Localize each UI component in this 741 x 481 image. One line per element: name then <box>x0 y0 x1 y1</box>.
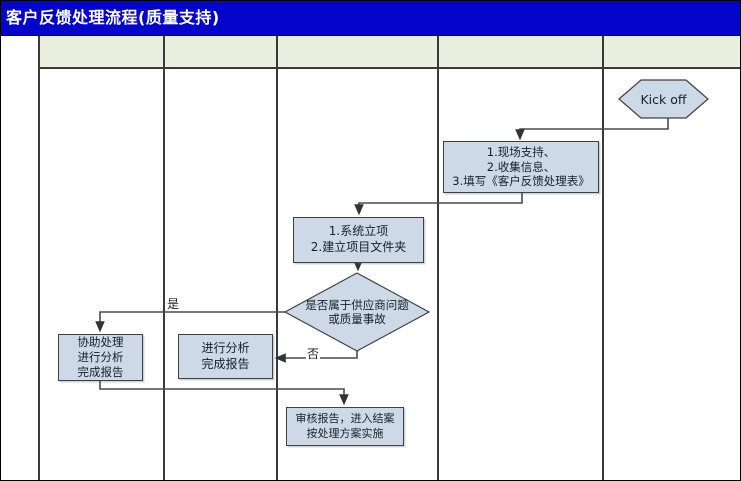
lane-header-cell-5 <box>604 36 740 67</box>
review-line-1: 审核报告，进入结案 <box>295 412 395 426</box>
page-title: 客户反馈处理流程(质量支持) <box>1 1 740 36</box>
edge-kickoff-to-collect <box>515 118 669 141</box>
grid-line-col-1 <box>163 36 165 480</box>
review-line-2: 按处理方案实施 <box>306 426 384 440</box>
lane-header-cell-2 <box>165 36 276 67</box>
decision-line-2: 或质量事故 <box>328 312 386 326</box>
lane-header-cell-4 <box>439 36 602 67</box>
collect-line-1: 1.现场支持、 <box>486 144 556 159</box>
edge-label-no: 否 <box>306 347 321 361</box>
process-box-project[interactable]: 1.系统立项 2.建立项目文件夹 <box>293 217 424 263</box>
edge-collect-to-project <box>354 193 523 216</box>
process-box-collect[interactable]: 1.现场支持、 2.收集信息、 3.填写《客户反馈处理表》 <box>443 141 599 193</box>
analyze-line-1: 进行分析 <box>201 340 250 355</box>
decision-line-1: 是否属于供应商问题 <box>305 297 409 312</box>
grid-line-col-2 <box>276 36 278 480</box>
assist-line-1: 协助处理 <box>77 335 124 350</box>
header-bottom-line <box>38 67 740 69</box>
kickoff-label: Kick off <box>640 91 687 107</box>
grid-line-col-4 <box>602 36 604 480</box>
edge-label-yes: 是 <box>166 297 181 311</box>
project-line-2: 2.建立项目文件夹 <box>310 240 407 254</box>
assist-line-3: 完成报告 <box>77 364 124 379</box>
process-box-assist[interactable]: 协助处理 进行分析 完成报告 <box>58 334 143 381</box>
lane-header-cell-1 <box>40 36 163 67</box>
edge-decision-yes-to-assist <box>95 311 285 333</box>
lane-header-cell-3 <box>278 36 437 67</box>
collect-line-3: 3.填写《客户反馈处理表》 <box>452 174 590 189</box>
process-box-analyze[interactable]: 进行分析 完成报告 <box>178 334 273 379</box>
grid-line-col-3 <box>437 36 439 480</box>
assist-line-2: 进行分析 <box>77 350 124 365</box>
project-line-1: 1.系统立项 <box>328 224 389 239</box>
collect-line-2: 2.收集信息、 <box>486 159 556 174</box>
decision-text: 是否属于供应商问题 或质量事故 <box>287 294 427 330</box>
analyze-line-2: 完成报告 <box>201 356 250 371</box>
process-box-review[interactable]: 审核报告，进入结案 按处理方案实施 <box>286 407 404 446</box>
grid-line-row-header <box>38 36 40 480</box>
edge-assist-to-review <box>99 381 349 406</box>
